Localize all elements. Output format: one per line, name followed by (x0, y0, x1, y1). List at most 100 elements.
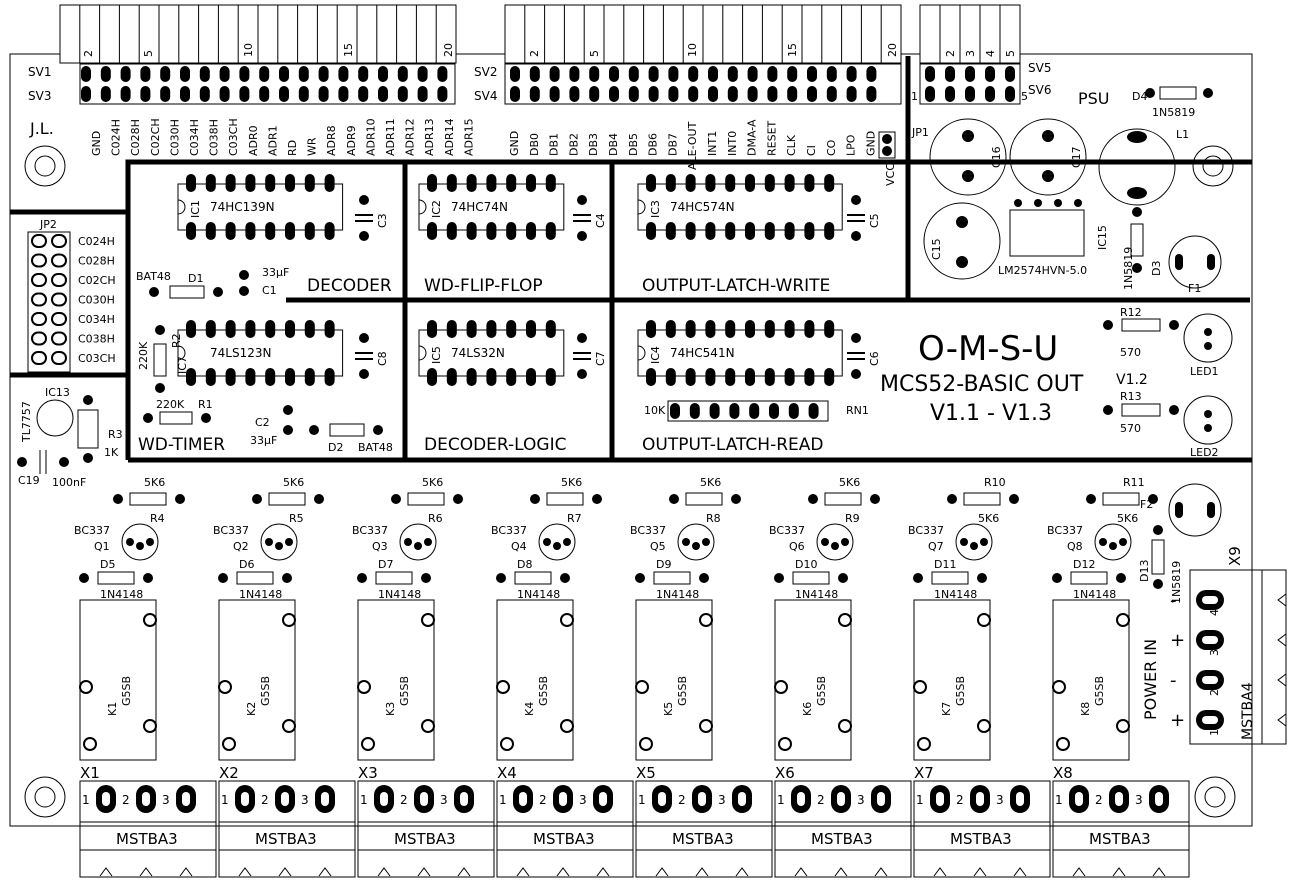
relay-ref: K3 (384, 702, 397, 716)
relay-ref: K8 (1079, 702, 1092, 716)
pin-label: ADR0 (247, 125, 260, 156)
label-d4: D4 (1132, 90, 1147, 103)
resistor-ref: R5 (289, 512, 304, 525)
pin-label: RESET (765, 120, 778, 156)
x9-pin-number: 2 (1208, 689, 1221, 696)
pin-label: DB2 (567, 133, 580, 156)
pin-label: ADR10 (364, 118, 377, 156)
terminal-ref: X4 (497, 764, 517, 782)
pin-label: ADR13 (423, 118, 436, 156)
pin-label: INT0 (726, 131, 739, 156)
jp2-row-label: C038H (78, 333, 115, 346)
relay-type: G5SB (676, 676, 689, 706)
label-l1: L1 (1176, 128, 1189, 141)
label-ic15: IC15 (1096, 225, 1109, 250)
terminal-ref: X1 (80, 764, 100, 782)
transistor-type: BC337 (769, 524, 805, 537)
label-c1-value: 33µF (262, 266, 289, 279)
author-initials: J.L. (29, 119, 54, 138)
label-d3-value: 1N5819 (1122, 247, 1135, 290)
ic-type-label: 74LS123N (210, 346, 271, 360)
label-r3-value: 1K (104, 446, 119, 459)
label-mstba4: MSTBA4 (1240, 682, 1256, 740)
tick-20: 20 (442, 43, 455, 57)
pin-label: INT1 (706, 131, 719, 156)
pin-label: C030H (168, 119, 181, 156)
jp2-row-label: C024H (78, 235, 115, 248)
terminal-pin-number: 2 (956, 793, 964, 807)
ic-ref-label: IC1 (189, 200, 202, 218)
pin-label: CO (825, 139, 838, 156)
label-c19-value: 100nF (52, 476, 86, 489)
resistor-ref: R6 (428, 512, 443, 525)
pin-label: RD (286, 140, 299, 156)
diode-type: 1N4148 (656, 588, 699, 601)
relay-type: G5SB (954, 676, 967, 706)
pin-label: CLK (785, 134, 798, 156)
mounting-hole (1192, 145, 1234, 187)
label-d4-value: 1N5819 (1152, 106, 1195, 119)
transistor-ref: Q5 (650, 540, 666, 553)
cap-label: C6 (868, 351, 881, 366)
tick-20: 20 (886, 43, 899, 57)
mounting-hole (24, 776, 66, 818)
label-sv2: SV2 (474, 65, 497, 79)
pin-label: LPO (845, 134, 858, 156)
resistor-ref: R7 (567, 512, 582, 525)
resistor-value: 5K6 (978, 512, 999, 525)
pin-label: C028H (129, 119, 142, 156)
transistor-type: BC337 (74, 524, 110, 537)
x9-pin-number: 1 (1208, 729, 1221, 736)
pin-label: C038H (208, 119, 221, 156)
x9-terminal-body (1189, 569, 1287, 745)
tick-10: 10 (686, 43, 699, 57)
ic-type-label: 74HC541N (670, 346, 735, 360)
ic-ic7: 74LS123N (177, 320, 344, 386)
label-bat48-d1: BAT48 (136, 270, 171, 283)
diode-type: 1N4148 (1073, 588, 1116, 601)
block-output-latch-read: OUTPUT-LATCH-READ (642, 435, 823, 455)
terminal-pin-number: 2 (400, 793, 408, 807)
resistor-ref: R4 (150, 512, 165, 525)
label-r12-value: 570 (1120, 346, 1141, 359)
resistor-value: 5K6 (283, 476, 304, 489)
block-wd-flip-flop: WD-FLIP-FLOP (424, 276, 543, 296)
cap-label: C4 (594, 213, 607, 228)
relay-ref: K7 (940, 702, 953, 716)
transistor-ref: Q4 (511, 540, 527, 553)
pin-label: DB1 (548, 133, 561, 156)
tick-5: 5 (142, 50, 155, 57)
terminal-ref: X5 (636, 764, 656, 782)
tick-2: 2 (944, 50, 957, 57)
pin-label: ADR15 (462, 118, 475, 156)
label-rn1-value: 10K (644, 404, 666, 417)
relay-type: G5SB (537, 676, 550, 706)
relay-type: G5SB (398, 676, 411, 706)
diode-ref: D12 (1073, 558, 1095, 571)
label-led2: LED2 (1190, 446, 1219, 459)
ic-type-label: 74HC139N (210, 200, 275, 214)
terminal-pin-number: 1 (360, 793, 368, 807)
label-r13-value: 570 (1120, 422, 1141, 435)
label-d2: D2 (328, 441, 343, 454)
pin-label: CI (805, 145, 818, 156)
pin-label: C03CH (227, 118, 240, 156)
x9-polarity-sign: + (1170, 710, 1185, 731)
jp2-row-label: C028H (78, 255, 115, 268)
label-vcc: VCC (884, 163, 897, 186)
terminal-pin-number: 2 (261, 793, 269, 807)
label-c17: C17 (1070, 146, 1083, 168)
diode-type: 1N4148 (517, 588, 560, 601)
label-r3: R3 (108, 428, 123, 441)
board-title: O-M-S-U (918, 329, 1058, 369)
pin-label: DMA-A (746, 119, 759, 156)
tick-15: 15 (786, 43, 799, 57)
